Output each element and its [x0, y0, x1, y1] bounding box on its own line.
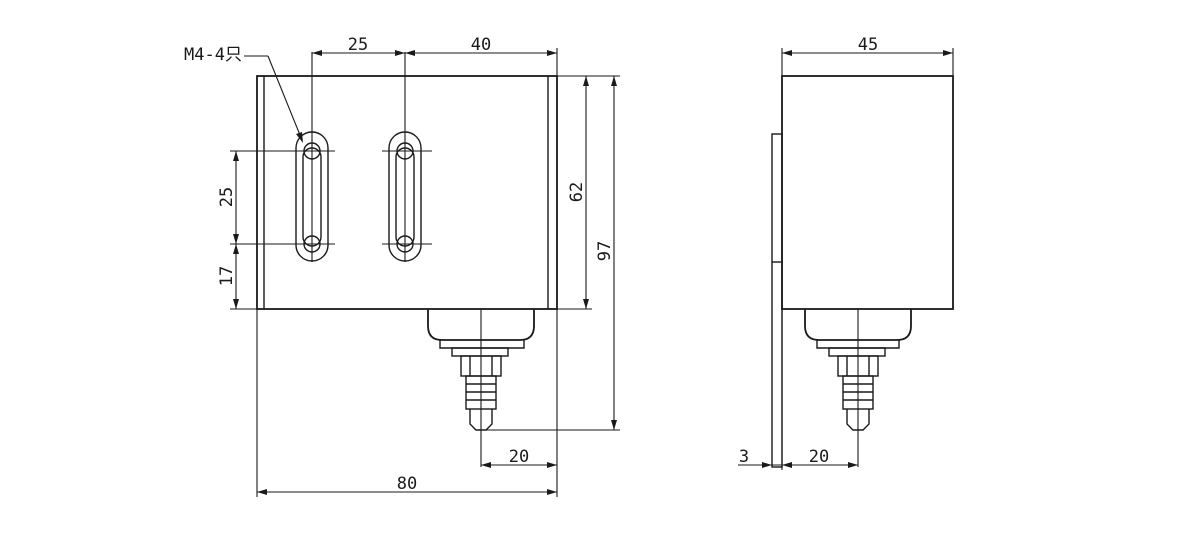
- side-pressure-fitting: [804, 309, 912, 467]
- dim-hole-spacing-x: 25: [348, 35, 368, 55]
- front-view: 25 40 M4-4只 25 17: [184, 35, 620, 497]
- front-body-outline: [256, 75, 558, 310]
- dim-fitting-offset-front: 20: [509, 447, 529, 467]
- dim-top-front: [312, 48, 558, 76]
- hole-callout-label: M4-4只: [184, 45, 242, 65]
- dim-right-offset: 40: [471, 35, 491, 55]
- dim-hole-spacing-y: 25: [217, 187, 237, 207]
- dim-right-front: [481, 75, 620, 431]
- dim-body-height: 62: [567, 182, 587, 202]
- dim-bottom-side: [738, 309, 858, 470]
- dim-depth: 45: [858, 35, 878, 55]
- side-view: 45 3 20: [738, 35, 954, 470]
- dim-bottom-front: [256, 309, 558, 497]
- hole-callout-leader: [244, 55, 303, 143]
- side-body-outline: [781, 75, 954, 310]
- dim-bottom-offset: 17: [217, 266, 237, 286]
- side-mounting-plate: [771, 133, 783, 468]
- dim-top-side: [781, 48, 954, 76]
- dim-fitting-offset-side: 20: [809, 447, 829, 467]
- dim-left-front: [230, 151, 257, 310]
- dim-plate-thickness: 3: [739, 447, 749, 467]
- dim-total-width: 80: [397, 474, 417, 494]
- front-pressure-fitting: [427, 309, 535, 467]
- dim-total-height: 97: [595, 241, 615, 261]
